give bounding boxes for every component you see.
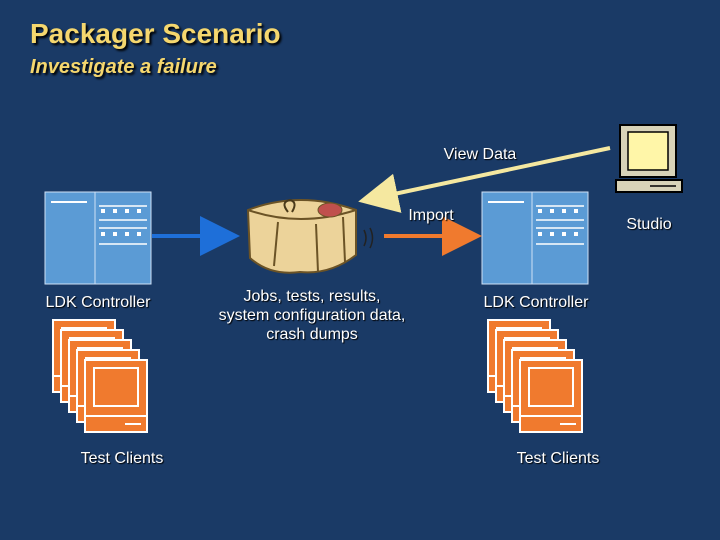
right-ldk-controller-label: LDK Controller <box>483 294 589 311</box>
package-caption-line-3: crash dumps <box>266 326 358 343</box>
right-test-clients-stack <box>487 319 583 433</box>
package-icon <box>246 198 374 274</box>
view-data-label: View Data <box>443 146 517 163</box>
page-title: Packager Scenario <box>30 18 281 49</box>
view-data-arrow <box>358 146 611 213</box>
import-label: Import <box>408 207 454 224</box>
left-test-clients-label: Test Clients <box>80 450 164 467</box>
package-caption-line-2: system configuration data, <box>218 307 406 324</box>
left-ldk-controller-server <box>44 191 152 285</box>
page-subtitle: Investigate a failure <box>30 56 217 78</box>
left-test-clients-stack <box>52 319 148 433</box>
package-caption-line-1: Jobs, tests, results, <box>243 288 381 305</box>
left-ldk-controller-label: LDK Controller <box>45 294 151 311</box>
studio-computer-icon <box>615 124 683 193</box>
right-ldk-controller-server <box>481 191 589 285</box>
package-caption: Jobs, tests, results, system configurati… <box>196 287 428 344</box>
studio-label: Studio <box>626 216 672 233</box>
right-test-clients-label: Test Clients <box>516 450 600 467</box>
